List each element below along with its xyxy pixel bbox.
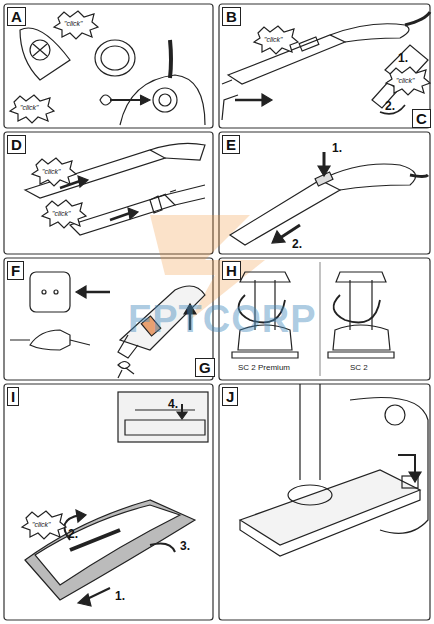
panel-letter: D <box>7 135 26 154</box>
step-number: 2. <box>68 528 78 540</box>
watermark: FPTCORP <box>128 300 317 338</box>
panel-letter: I <box>7 387 19 406</box>
step-number: 1. <box>332 142 342 154</box>
step-number: 4. <box>168 398 178 410</box>
click-callout: "click" <box>52 210 71 217</box>
panel-letter: G <box>195 358 215 377</box>
click-callout: "click" <box>64 20 83 27</box>
panel-letter: B <box>222 7 241 26</box>
click-callout: "click" <box>32 521 51 528</box>
panel-letter: J <box>222 387 238 406</box>
panel-letter: E <box>222 135 240 154</box>
click-callout: "click" <box>264 36 283 43</box>
step-number: 1. <box>115 590 125 602</box>
model-name: SC 2 <box>350 364 368 372</box>
click-callout: "click" <box>396 77 415 84</box>
panel-letter: C <box>412 109 431 128</box>
panel-letter: A <box>7 7 26 26</box>
step-number: 1. <box>398 52 408 64</box>
model-name: SC 2 Premium <box>238 364 290 372</box>
click-callout: "click" <box>20 104 39 111</box>
step-number: 3. <box>180 540 190 552</box>
panel-letter: F <box>7 261 24 280</box>
step-number: 2. <box>385 100 395 112</box>
click-callout: "click" <box>42 168 61 175</box>
step-number: 2. <box>292 238 302 250</box>
panel-letter: H <box>222 261 241 280</box>
